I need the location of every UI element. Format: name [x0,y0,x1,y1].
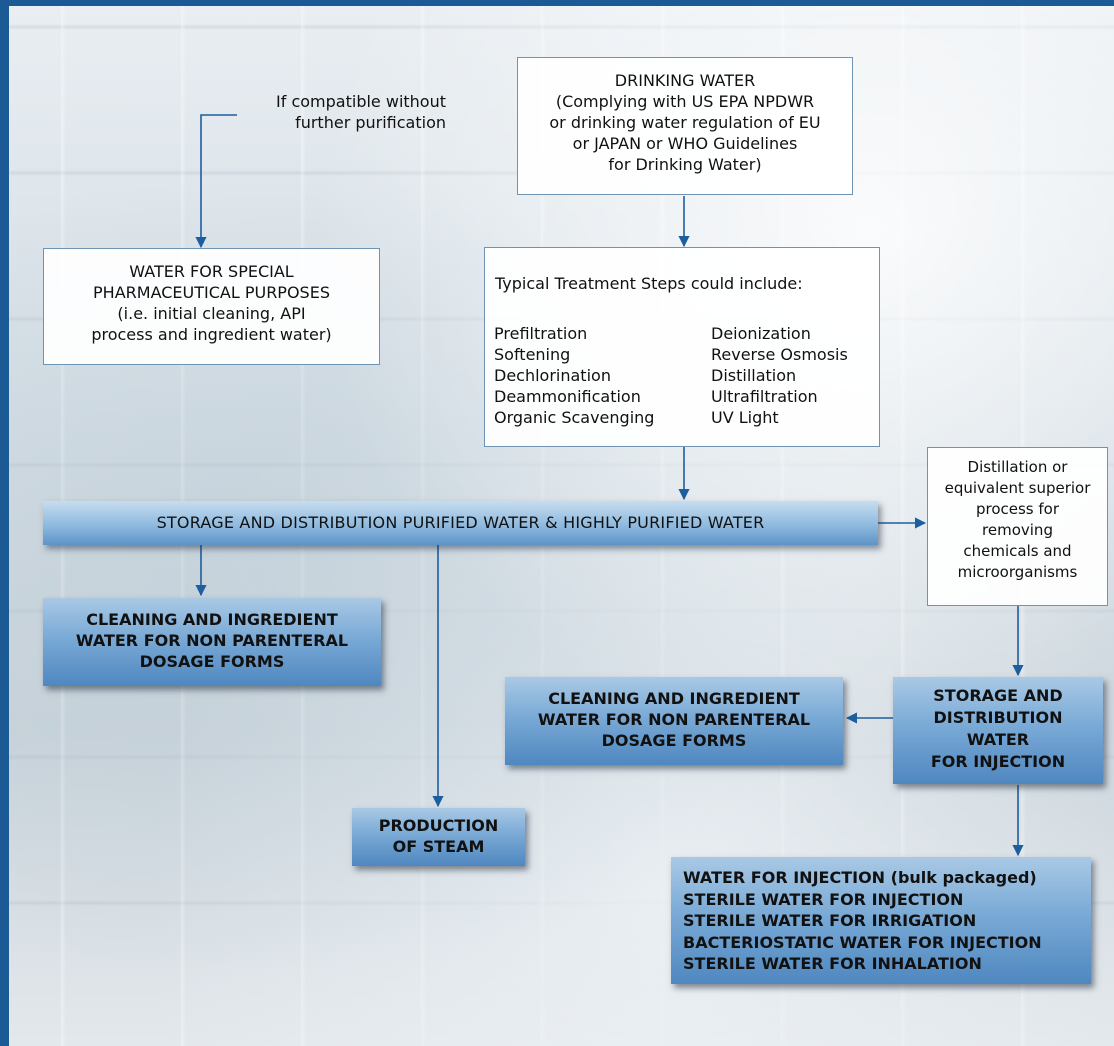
cleaning-right-line: DOSAGE FORMS [601,731,747,750]
special-purposes-sub: (i.e. initial cleaning, API [117,304,306,323]
top-frame-bar [0,0,1114,6]
cleaning-right-line: WATER FOR NON PARENTERAL [537,710,811,729]
steam-line: OF STEAM [392,837,485,856]
injection-product: STERILE WATER FOR IRRIGATION [683,911,977,930]
treatment-step: Prefiltration [494,324,588,343]
compatible-note: If compatible without further purificati… [236,91,446,133]
treatment-steps-title: Typical Treatment Steps could include: [495,274,803,293]
treatment-steps-right-column: Deionization Reverse Osmosis Distillatio… [711,323,848,428]
injection-product: BACTERIOSTATIC WATER FOR INJECTION [683,932,1042,952]
injection-product: WATER FOR INJECTION (bulk packaged) [683,868,1037,887]
treatment-step: Reverse Osmosis [711,345,848,364]
left-frame-bar [0,0,9,1046]
drinking-water-box: DRINKING WATER (Complying with US EPA NP… [517,57,853,195]
cleaning-left-line: DOSAGE FORMS [139,652,285,671]
treatment-step: Dechlorination [494,366,611,385]
special-purposes-sub: process and ingredient water) [91,325,332,344]
drinking-water-title: DRINKING WATER [614,71,756,90]
special-purposes-title: PHARMACEUTICAL PURPOSES [93,283,330,302]
drinking-water-line: for Drinking Water) [608,155,762,174]
cleaning-left-line: WATER FOR NON PARENTERAL [75,631,349,650]
distillation-note-line: process for [975,500,1060,518]
cleaning-left-line: CLEANING AND INGREDIENT [86,610,338,629]
compatible-note-line: further purification [295,113,446,132]
storage-injection-line: FOR INJECTION [930,752,1066,771]
injection-product: STERILE WATER FOR INJECTION [683,889,964,909]
treatment-step: Deammonification [494,387,641,406]
storage-purified-strip: STORAGE AND DISTRIBUTION PURIFIED WATER … [43,501,878,545]
distillation-note-line: chemicals and [963,542,1072,560]
steam-line: PRODUCTION [378,816,499,835]
injection-product: STERILE WATER FOR INHALATION [683,954,982,973]
treatment-steps-left-column: Prefiltration Softening Dechlorination D… [494,323,654,428]
special-purposes-title: WATER FOR SPECIAL [129,262,294,281]
drinking-water-line: or JAPAN or WHO Guidelines [572,134,798,153]
treatment-step: UV Light [711,408,779,427]
storage-injection-line: WATER [966,730,1030,749]
cleaning-right-box: CLEANING AND INGREDIENT WATER FOR NON PA… [505,677,843,765]
distillation-note-box: Distillation or equivalent superior proc… [927,447,1108,606]
storage-purified-label: STORAGE AND DISTRIBUTION PURIFIED WATER … [156,513,765,532]
treatment-step: Organic Scavenging [494,408,655,427]
treatment-step: Distillation [711,366,797,385]
distillation-note-line: microorganisms [957,563,1078,581]
drinking-water-line: or drinking water regulation of EU [549,113,821,132]
storage-injection-line: STORAGE AND [933,686,1063,705]
distillation-note-line: removing [982,521,1053,539]
treatment-step: Ultrafiltration [711,387,818,406]
cleaning-right-line: CLEANING AND INGREDIENT [548,689,800,708]
treatment-steps-box: Typical Treatment Steps could include: P… [484,247,880,447]
distillation-note-line: Distillation or [967,458,1068,476]
treatment-step: Deionization [711,324,811,343]
storage-injection-box: STORAGE AND DISTRIBUTION WATER FOR INJEC… [893,677,1103,784]
arrow-compatible-to-special [195,114,237,249]
injection-products-box: WATER FOR INJECTION (bulk packaged) STER… [671,857,1091,984]
treatment-step: Softening [494,345,571,364]
steam-box: PRODUCTION OF STEAM [352,808,525,866]
compatible-note-line: If compatible without [276,92,446,111]
distillation-note-line: equivalent superior [944,479,1091,497]
drinking-water-line: (Complying with US EPA NPDWR [555,92,815,111]
special-purposes-box: WATER FOR SPECIAL PHARMACEUTICAL PURPOSE… [43,248,380,365]
cleaning-left-box: CLEANING AND INGREDIENT WATER FOR NON PA… [43,598,381,686]
storage-injection-line: DISTRIBUTION [933,708,1063,727]
